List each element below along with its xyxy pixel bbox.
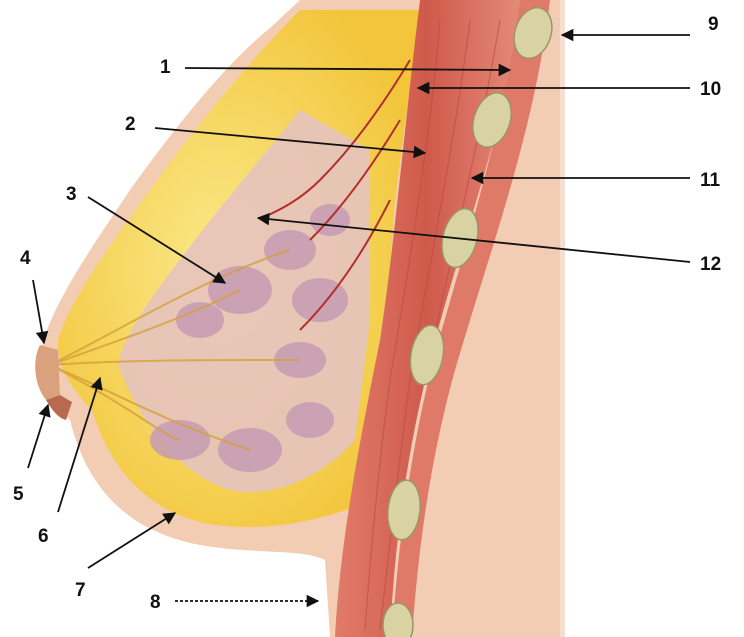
label-8: 8 — [150, 592, 161, 613]
label-9: 9 — [708, 14, 719, 35]
label-2: 2 — [125, 114, 136, 135]
nipple — [35, 345, 60, 400]
label-12: 12 — [700, 254, 721, 275]
label-3: 3 — [66, 184, 77, 205]
label-11: 11 — [700, 170, 721, 191]
arrow-4 — [33, 280, 44, 343]
arrow-7 — [88, 513, 175, 568]
label-4: 4 — [20, 248, 31, 269]
arrow-5 — [28, 405, 48, 468]
label-10: 10 — [700, 79, 721, 100]
label-7: 7 — [75, 580, 86, 601]
label-1: 1 — [160, 57, 171, 78]
label-5: 5 — [13, 484, 24, 505]
label-6: 6 — [38, 526, 49, 547]
